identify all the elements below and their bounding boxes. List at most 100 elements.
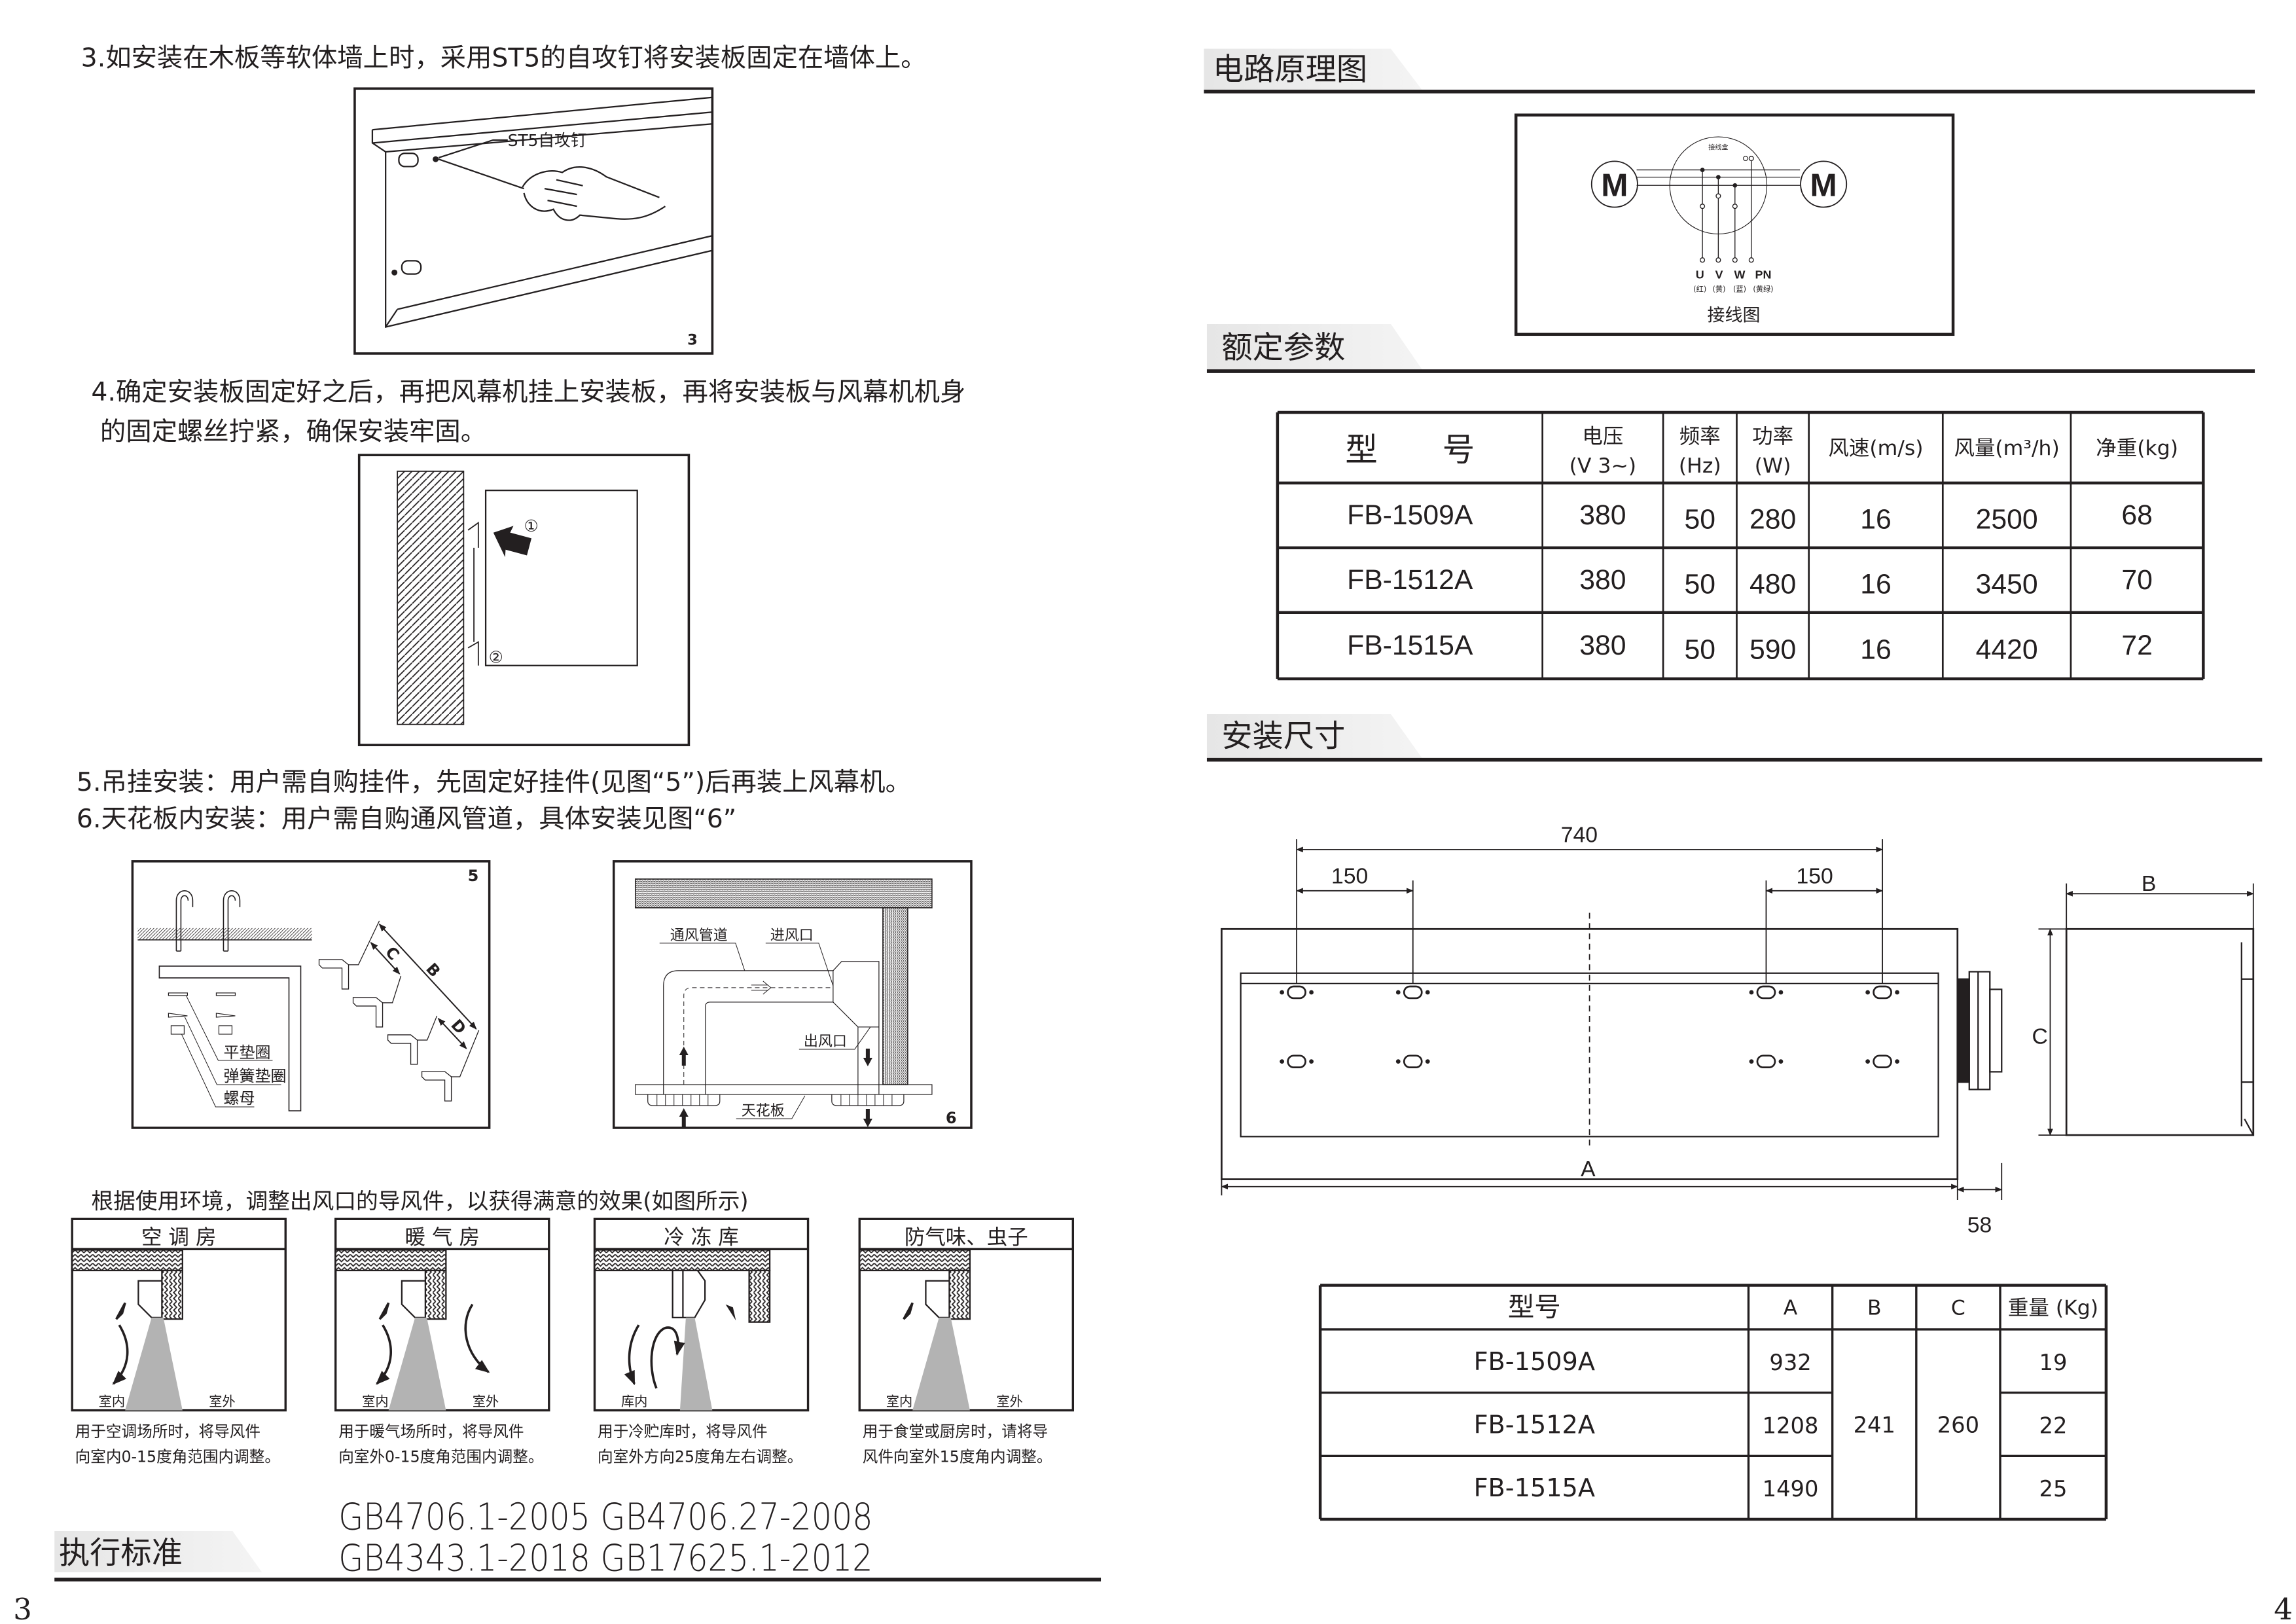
page-number-left: 3 (13, 1592, 32, 1624)
motor-left-icon (1590, 160, 1638, 208)
wiring-diagram: M M 接线盒 U V W PN (红) (黄) (蓝) (黄绿) 接线图 (1514, 113, 1955, 336)
airflow-arrow-icon (464, 1303, 490, 1373)
figure-4-hang-unit: ① ② (357, 454, 691, 746)
push-arrow-icon (493, 526, 532, 558)
bracket-icon (352, 997, 384, 1028)
inside-label: 室内 (362, 1394, 388, 1409)
mounting-hole-icon (1395, 1055, 1430, 1069)
circuit-section-title: 电路原理图 (1213, 52, 1367, 88)
terminal-u: U (1696, 268, 1704, 281)
dim-150-right-label: 150 (1797, 864, 1833, 889)
dim-d-label: D (447, 1016, 469, 1038)
airflow-arrow-icon (624, 1324, 640, 1386)
spec-header-cell: 风量(m³/h) (1954, 437, 2059, 460)
right-page: 电路原理图 M M 接线盒 U V W PN (红) (黄) (1204, 48, 2293, 1624)
section-tab (1206, 324, 1424, 372)
model-cell: FB-1509A (1474, 1348, 1595, 1377)
step-5-text: 5.吊挂安装：用户需自购挂件，先固定好挂件(见图“5”)后再装上风幕机。 (77, 767, 911, 797)
dim-header-cell: A (1784, 1296, 1798, 1320)
scenario-caption: 向室外方向25度角左右调整。 (598, 1447, 802, 1466)
spec-cell: 72 (2121, 630, 2153, 661)
wire-color-pn: (黄绿) (1753, 285, 1773, 294)
dim-header-cell: B (1867, 1296, 1882, 1320)
spec-cell: 380 (1579, 499, 1626, 531)
weight-cell: 19 (2039, 1350, 2068, 1375)
dim-58-label: 58 (1967, 1213, 1992, 1238)
terminal-w: W (1734, 268, 1746, 281)
weight-cell: 25 (2039, 1476, 2068, 1502)
spec-header-cell: 功率 (1752, 425, 1793, 448)
unit-side-view (2065, 928, 2255, 1136)
spec-cell: 70 (2121, 564, 2153, 596)
flat-washer-label: 平垫圈 (223, 1043, 270, 1062)
marker-2: ② (489, 647, 503, 666)
outlet-label: 出风口 (804, 1034, 847, 1050)
figure-3-screw-mount: ST5自攻钉 3 (353, 87, 714, 355)
dim-c-cell: 260 (1937, 1412, 1979, 1437)
scenario-caption: 向室外0-15度角范围内调整。 (338, 1447, 543, 1466)
spec-header-unit: (W) (1755, 454, 1791, 478)
scenario-panel: 暖 气 房室内室外用于暖气场所时，将导风件向室外0-15度角范围内调整。 (334, 1218, 550, 1466)
step-6-text: 6.天花板内安装：用户需自购通风管道，具体安装见图“6” (77, 804, 736, 834)
spec-cell: 16 (1860, 569, 1892, 600)
page-number-right: 4 (2274, 1592, 2293, 1624)
outside-label: 室外 (996, 1394, 1022, 1409)
figure-6-ceiling-install: 通风管道 进风口 出风口 天花板 6 (612, 860, 973, 1129)
spec-section-title: 额定参数 (1221, 330, 1345, 366)
air-curtain-unit (484, 490, 638, 666)
spring-washer-label: 弹簧垫圈 (223, 1067, 286, 1085)
inside-label: 室内 (886, 1394, 912, 1409)
dim-a-cell: 1208 (1763, 1413, 1819, 1438)
terminal-pn: PN (1755, 268, 1771, 281)
scenario-title: 暖 气 房 (405, 1225, 480, 1249)
section-tab (1206, 713, 1424, 760)
mounting-hole-icon (1280, 1055, 1314, 1069)
bracket-icon (387, 1034, 418, 1065)
scenario-panel: 空 调 房室内室外用于空调场所时，将导风件向室内0-15度角范围内调整。 (71, 1218, 287, 1466)
mounting-hole-icon (1865, 1055, 1899, 1069)
airflow-arrow-icon (115, 1302, 126, 1320)
wire-color-w: (蓝) (1733, 285, 1746, 294)
nut-label: 螺母 (223, 1089, 255, 1108)
figure-3-number: 3 (687, 332, 698, 349)
ceiling-label: 天花板 (742, 1103, 785, 1119)
mounting-hole-icon (1749, 1055, 1784, 1069)
ground-icon (1743, 156, 1748, 162)
spec-cell: 480 (1749, 569, 1796, 600)
scenario-title: 空 调 房 (141, 1225, 216, 1249)
scenario-panel: 防气味、虫子室内室外用于食堂或厨房时，请将导风件向室外15度角内调整。 (858, 1218, 1075, 1466)
outside-label: 室外 (209, 1394, 235, 1409)
wiring-caption: 接线图 (1708, 306, 1761, 326)
screw-label: ST5自攻钉 (508, 131, 587, 150)
spec-cell: 380 (1579, 630, 1626, 661)
bracket-icon (421, 1071, 452, 1102)
dimension-drawing: 740 150 150 A 58 B C (1221, 823, 2255, 1238)
arrow-up-icon (679, 1108, 689, 1128)
airflow-arrow-icon (376, 1324, 392, 1385)
spec-cell: 16 (1860, 504, 1892, 535)
junction-box-label: 接线盒 (1708, 143, 1728, 152)
figure-5-number: 5 (468, 867, 479, 885)
scenario-caption: 风件向室外15度角内调整。 (863, 1447, 1052, 1466)
outside-label: 室外 (473, 1394, 499, 1409)
model-cell: FB-1512A (1474, 1411, 1595, 1439)
duct-label: 通风管道 (670, 928, 728, 944)
figure-6-number: 6 (946, 1109, 957, 1127)
inside-label: 室内 (99, 1394, 125, 1409)
mounting-hole-icon (1280, 985, 1314, 1000)
dim-740-label: 740 (1561, 823, 1598, 848)
airflow-arrow-icon (650, 1326, 685, 1389)
arrow-down-icon (863, 1048, 872, 1066)
motor-right-label: M (1810, 167, 1837, 203)
dim-b-label: B (422, 960, 444, 981)
spec-cell: 16 (1860, 634, 1892, 666)
dim-header-cell: 型号 (1508, 1291, 1561, 1323)
airflow-arrow-icon (903, 1302, 914, 1320)
spec-cell: 4420 (1976, 634, 2038, 666)
mount-hole-icon (401, 260, 422, 275)
air-curtain-unit (672, 1269, 706, 1319)
motor-right-icon (1800, 160, 1848, 208)
spec-header-cell: 频率 (1679, 425, 1721, 448)
spec-cell: 50 (1685, 569, 1716, 600)
